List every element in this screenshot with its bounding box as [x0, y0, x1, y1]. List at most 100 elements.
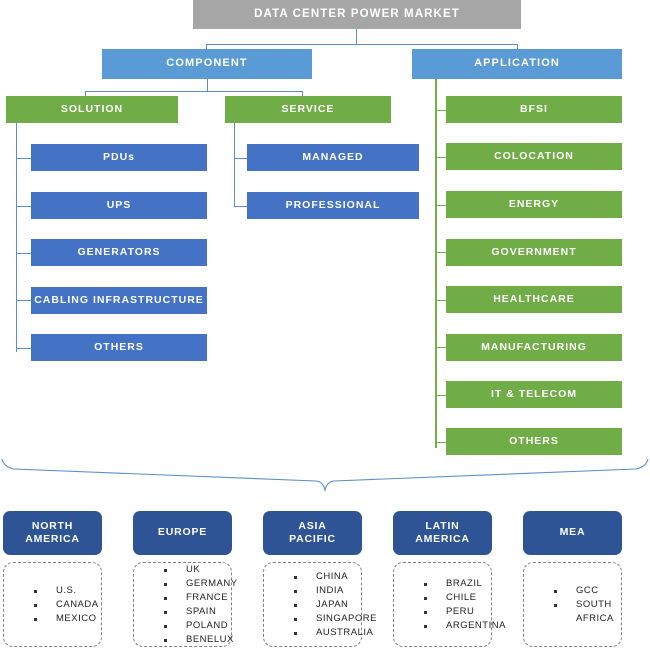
node-label: GENERATORS: [77, 245, 161, 258]
region-header-europe: EUROPE: [133, 511, 232, 555]
connector-solution-tick-4: [16, 348, 31, 349]
connector-solution-tick-0: [16, 158, 31, 159]
node-label: MANUFACTURING: [481, 340, 587, 353]
connector-service-trunk: [234, 123, 235, 206]
node-application-item-energy: ENERGY: [446, 191, 622, 218]
list-item: FRANCE: [164, 591, 238, 605]
node-application-item-manufacturing: MANUFACTURING: [446, 334, 622, 361]
node-solution-item-cabling-infrastructure: CABLING INFRASTRUCTURE: [31, 287, 207, 314]
node-label: GOVERNMENT: [491, 245, 577, 258]
node-label: COMPONENT: [166, 57, 248, 70]
region-name-line: MEA: [559, 526, 586, 539]
connector-application-trunk: [435, 79, 437, 448]
node-label: APPLICATION: [474, 57, 560, 70]
connector-application-tick-6: [435, 395, 446, 396]
region-countries-europe: UK GERMANY FRANCE SPAIN POLAND BENELUX: [133, 562, 237, 647]
connector-application-tick-2: [435, 205, 446, 206]
node-label: COLOCATION: [494, 149, 574, 162]
connector-root-bus: [206, 44, 518, 45]
country-list: CHINA INDIA JAPAN SINGAPORE AUSTRALIA: [278, 570, 377, 640]
connector-solution-tick-2: [16, 253, 31, 254]
node-application-item-it-telecom: IT & TELECOM: [446, 381, 622, 408]
node-label: IT & TELECOM: [490, 387, 578, 400]
node-application-item-others: OTHERS: [446, 428, 622, 455]
list-item: BENELUX: [164, 633, 238, 647]
connector-application-tick-0: [435, 110, 446, 111]
node-label: MANAGED: [302, 150, 364, 163]
list-item: CHILE: [424, 591, 506, 605]
connector-solution-trunk: [16, 123, 17, 352]
country-list: U.S. CANADA MEXICO: [18, 584, 99, 626]
node-service-item-professional: PROFESSIONAL: [247, 192, 419, 219]
node-label: PDUs: [102, 150, 135, 163]
country-list: GCC SOUTH AFRICA: [538, 584, 614, 626]
node-label: ENERGY: [508, 197, 560, 210]
country-list: UK GERMANY FRANCE SPAIN POLAND BENELUX: [148, 563, 238, 647]
region-header-north-america: NORTH AMERICA: [3, 511, 102, 555]
node-service-item-managed: MANAGED: [247, 144, 419, 171]
node-label: DATA CENTER POWER MARKET: [254, 8, 460, 21]
list-item: CHINA: [294, 570, 377, 584]
list-item: BRAZIL: [424, 577, 506, 591]
list-item: ARGENTINA: [424, 619, 506, 633]
connector-component-bus: [85, 91, 303, 92]
list-item: GERMANY: [164, 577, 238, 591]
country-list: BRAZIL CHILE PERU ARGENTINA: [408, 577, 506, 633]
list-item: AUSTRALIA: [294, 626, 377, 640]
connector-solution-tick-3: [16, 300, 31, 301]
node-label: UPS: [106, 198, 132, 211]
connector-solution-tick-1: [16, 206, 31, 207]
region-name-line: AMERICA: [415, 533, 470, 545]
list-item: INDIA: [294, 584, 377, 598]
connector-root-stem: [356, 29, 357, 44]
region-header-asia-pacific: ASIA PACIFIC: [263, 511, 362, 555]
list-item: SINGAPORE: [294, 612, 377, 626]
list-item: SOUTH: [554, 598, 614, 612]
region-name-line: PACIFIC: [289, 533, 336, 545]
node-solution-item-ups: UPS: [31, 192, 207, 219]
node-label: OTHERS: [509, 434, 559, 447]
connector-root-to-component: [206, 44, 207, 53]
node-label: CABLING INFRASTRUCTURE: [34, 293, 204, 306]
node-solution-item-others: OTHERS: [31, 334, 207, 361]
node-label: OTHERS: [94, 340, 144, 353]
list-item: U.S.: [34, 584, 99, 598]
region-name-line: EUROPE: [157, 526, 208, 539]
node-label: SERVICE: [281, 102, 335, 115]
node-application-item-healthcare: HEALTHCARE: [446, 286, 622, 313]
connector-application-tick-7: [435, 442, 446, 443]
node-application-item-government: GOVERNMENT: [446, 239, 622, 266]
region-name-line: AMERICA: [25, 533, 80, 545]
connector-component-to-service: [302, 91, 303, 99]
list-item: CANADA: [34, 598, 99, 612]
connector-application-tick-4: [435, 300, 446, 301]
region-countries-mea: GCC SOUTH AFRICA: [523, 562, 622, 647]
region-countries-latin-america: BRAZIL CHILE PERU ARGENTINA: [393, 562, 505, 647]
node-solution: SOLUTION: [6, 96, 178, 123]
list-item: PERU: [424, 605, 506, 619]
region-header-latin-america: LATIN AMERICA: [393, 511, 492, 555]
node-solution-item-generators: GENERATORS: [31, 239, 207, 266]
connector-application-tick-1: [435, 157, 446, 158]
region-header-mea: MEA: [523, 511, 622, 555]
node-application-item-bfsi: BFSI: [446, 96, 622, 123]
list-item: JAPAN: [294, 598, 377, 612]
connector-service-tick-0: [234, 158, 247, 159]
connector-service-tick-1: [234, 206, 247, 207]
node-service: SERVICE: [225, 96, 391, 123]
list-item: SPAIN: [164, 605, 238, 619]
list-item: UK: [164, 563, 238, 577]
list-item-continuation: AFRICA: [576, 612, 614, 624]
region-countries-north-america: U.S. CANADA MEXICO: [3, 562, 102, 647]
regions-bracket-connector: [1, 458, 649, 492]
node-label: BFSI: [520, 102, 548, 115]
node-application: APPLICATION: [412, 49, 622, 79]
list-item: POLAND: [164, 619, 238, 633]
node-solution-item-pdus: PDUs: [31, 144, 207, 171]
node-label: HEALTHCARE: [493, 292, 575, 305]
connector-application-tick-5: [435, 347, 446, 348]
list-item: MEXICO: [34, 612, 99, 626]
region-name-line: ASIA: [298, 519, 327, 532]
connector-component-to-solution: [85, 91, 86, 99]
